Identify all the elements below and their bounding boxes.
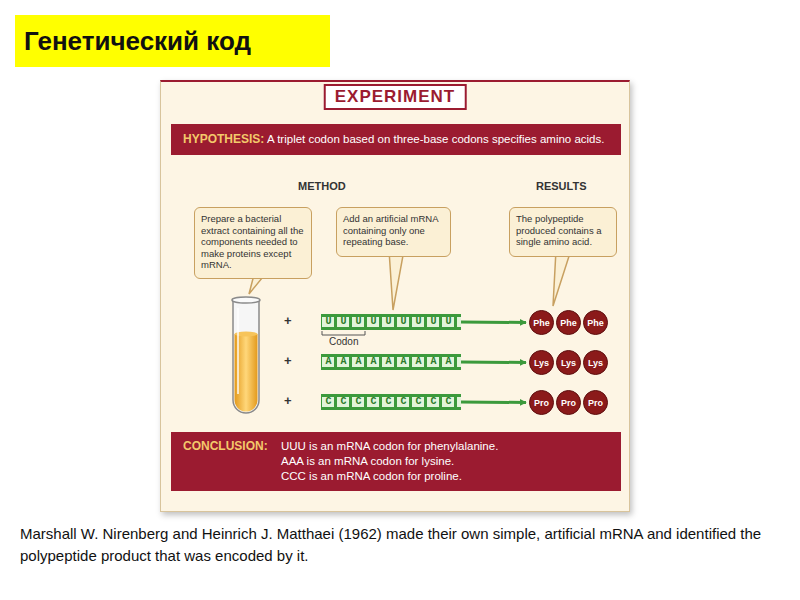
band-heading: CONCLUSION: (183, 439, 281, 454)
strand-text: UUUUUUUUU (326, 317, 461, 327)
circle-text: Phe (560, 318, 577, 328)
callout-box: Add an artificial mRNA containing only o… (336, 207, 451, 257)
panel-heading: EXPERIMENT (324, 84, 467, 110)
amino-acid-circle: Lys (529, 350, 554, 375)
amino-acid-circle: Pro (529, 390, 554, 415)
caption: Marshall W. Nirenberg and Heinrich J. Ma… (20, 523, 765, 567)
mrna-strand: CCCCCCCCC (321, 394, 461, 410)
mrna-strand: UUUUUUUUU (321, 314, 461, 330)
connector-arrow (461, 321, 526, 325)
circle-text: Phe (587, 318, 604, 328)
connector-arrow (461, 401, 526, 405)
test-tube (232, 297, 260, 413)
codon-bracket (322, 331, 365, 335)
title-box: Генетический код (15, 15, 330, 67)
amino-acid-circle: Phe (556, 310, 581, 335)
circle-text: Pro (588, 398, 603, 408)
circle-text: Pro (534, 398, 549, 408)
hypothesis-band: HYPOTHESIS: A triplet codon based on thr… (171, 124, 621, 155)
band-line: UUU is an mRNA codon for phenylalanine. (281, 439, 609, 454)
amino-acid-circle: Lys (583, 350, 608, 375)
circle-text: Lys (534, 358, 549, 368)
title: Генетический код (24, 15, 330, 67)
band-heading: HYPOTHESIS: (183, 132, 264, 146)
conclusion-band: CONCLUSION:UUU is an mRNA codon for phen… (171, 432, 621, 491)
mrna-strand: AAAAAAAAA (321, 354, 461, 370)
plus-sign: + (284, 313, 292, 329)
plus-sign: + (284, 353, 292, 369)
band-text: HYPOTHESIS: A triplet codon based on thr… (183, 132, 609, 147)
callout-tail (553, 250, 571, 306)
circle-text: Lys (561, 358, 576, 368)
amino-acid-circle: Lys (556, 350, 581, 375)
plus-sign: + (284, 393, 292, 409)
band-line: CCC is an mRNA codon for proline. (281, 469, 609, 484)
band-heading-column: CONCLUSION: (183, 439, 281, 484)
callout-box: Prepare a bacterial extract containing a… (194, 207, 312, 279)
strand-text: CCCCCCCCC (326, 397, 461, 407)
connector-arrow (461, 361, 526, 365)
band-body-column: UUU is an mRNA codon for phenylalanine.A… (281, 439, 609, 484)
strand-text: AAAAAAAAA (326, 357, 461, 367)
column-heading: METHOD (298, 180, 346, 192)
column-heading: RESULTS (536, 180, 587, 192)
band-line: AAA is an mRNA codon for lysine. (281, 454, 609, 469)
circle-text: Pro (561, 398, 576, 408)
experiment-panel: METHOD RESULTS + + + Codon EXPERIMENT HYPOTHESI… (160, 80, 630, 512)
amino-acid-circle: Phe (529, 310, 554, 335)
band-body: A triplet codon based on three-base codo… (267, 133, 605, 145)
callout-tail (389, 250, 404, 310)
amino-acid-circle: Phe (583, 310, 608, 335)
callout-text: Add an artificial mRNA containing only o… (343, 213, 444, 248)
callout-text: The polypeptide produced contains a sing… (516, 213, 610, 248)
circle-text: Phe (533, 318, 550, 328)
callout-box: The polypeptide produced contains a sing… (509, 207, 617, 257)
amino-acid-circle: Pro (556, 390, 581, 415)
space (264, 133, 267, 145)
codon-label: Codon (329, 336, 358, 348)
amino-acid-circle: Pro (583, 390, 608, 415)
circle-text: Lys (588, 358, 603, 368)
callout-text: Prepare a bacterial extract containing a… (201, 213, 305, 271)
